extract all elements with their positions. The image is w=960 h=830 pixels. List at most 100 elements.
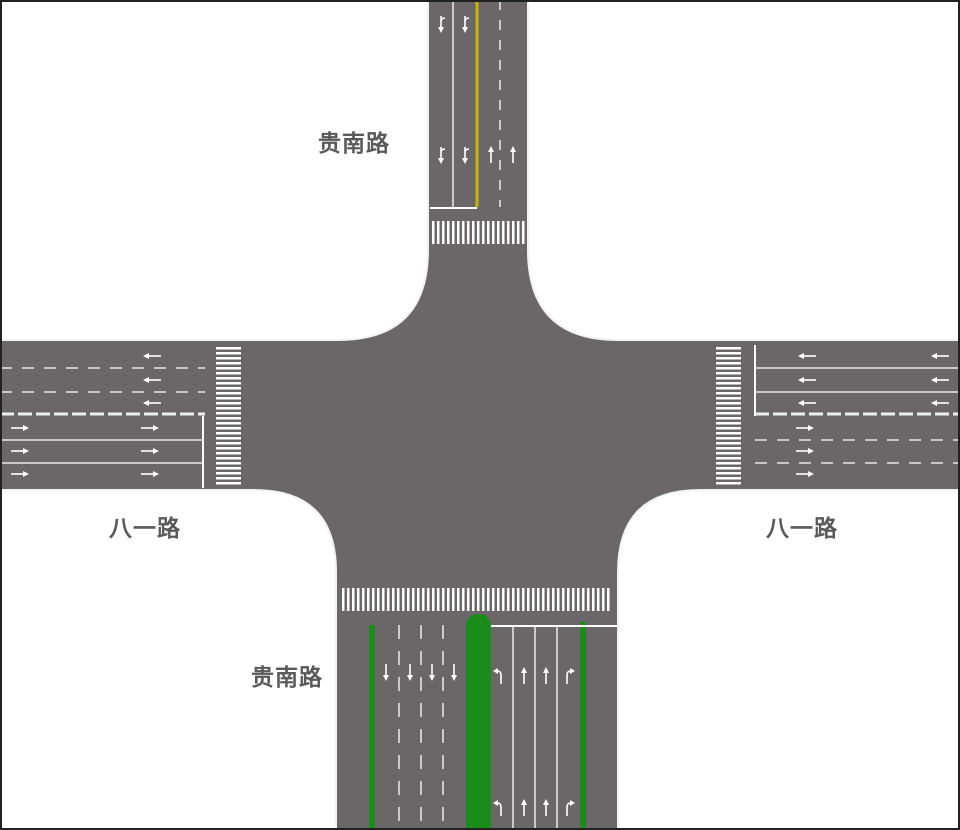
crosswalk-stripe [457,221,460,244]
crosswalk-north [432,221,525,244]
crosswalk-stripe [387,588,390,611]
crosswalk-stripe [482,588,485,611]
crosswalk-stripe [216,382,241,385]
crosswalk-stripe [402,588,405,611]
crosswalk-stripe [392,588,395,611]
crosswalk-stripe [216,477,241,480]
crosswalk-stripe [542,588,545,611]
crosswalk-stripe [432,221,435,244]
crosswalk-stripe [716,352,741,355]
crosswalk-stripe [502,588,505,611]
crosswalk-stripe [216,407,241,410]
north-road-markings [430,0,517,209]
crosswalk-stripe [347,588,350,611]
crosswalk-stripe [716,457,741,460]
crosswalk-stripe [216,457,241,460]
crosswalk-stripe [216,417,241,420]
crosswalk-stripe [602,588,605,611]
crosswalk-stripe [216,432,241,435]
crosswalk-stripe [216,467,241,470]
crosswalk-stripe [216,392,241,395]
crosswalk-stripe [716,357,741,360]
crosswalk-stripe [507,221,510,244]
crosswalk-stripe [716,442,741,445]
crosswalk-stripe [437,588,440,611]
crosswalk-stripe [497,588,500,611]
crosswalk-stripe [472,588,475,611]
crosswalk-stripe [512,588,515,611]
crosswalk-stripe [716,467,741,470]
crosswalk-stripe [716,387,741,390]
crosswalk-stripe [716,412,741,415]
crosswalk-stripe [216,347,241,350]
crosswalk-stripe [457,588,460,611]
crosswalk-stripe [562,588,565,611]
crosswalk-stripe [372,588,375,611]
crosswalk-stripe [487,221,490,244]
crosswalk-stripe [607,588,610,611]
crosswalk-stripe [397,588,400,611]
crosswalk-stripe [716,472,741,475]
crosswalk-stripe [716,482,741,485]
crosswalk-stripe [357,588,360,611]
crosswalk-stripe [592,588,595,611]
west-road-markings [0,352,205,488]
crosswalk-stripe [716,477,741,480]
crosswalk-stripe [427,588,430,611]
crosswalk-stripe [216,372,241,375]
crosswalk-stripe [216,397,241,400]
crosswalk-stripe [597,588,600,611]
road-label-east: 八一路 [766,516,838,542]
crosswalk-stripe [552,588,555,611]
crosswalk-stripe [467,588,470,611]
crosswalk-stripe [477,588,480,611]
crosswalk-stripe [216,402,241,405]
crosswalk-west [216,347,241,485]
crosswalk-stripe [216,412,241,415]
south-road-markings [369,614,618,830]
crosswalk-stripe [452,588,455,611]
crosswalk-stripe [716,422,741,425]
crosswalk-stripe [422,588,425,611]
crosswalk-stripe [342,588,345,611]
crosswalk-stripe [216,442,241,445]
crosswalk-stripe [587,588,590,611]
crosswalk-stripe [407,588,410,611]
crosswalk-stripe [716,347,741,350]
crosswalk-stripe [216,387,241,390]
crosswalk-stripe [467,221,470,244]
crosswalk-stripe [716,377,741,380]
crosswalk-stripe [557,588,560,611]
road-label-west: 八一路 [109,516,181,542]
crosswalk-stripe [527,588,530,611]
crosswalk-stripe [216,447,241,450]
crosswalk-stripe [507,588,510,611]
crosswalk-stripe [716,372,741,375]
crosswalk-stripe [462,221,465,244]
crosswalk-stripe [216,367,241,370]
crosswalk-stripe [216,452,241,455]
crosswalk-stripe [502,221,505,244]
crosswalk-stripe [216,472,241,475]
crosswalk-stripe [412,588,415,611]
crosswalk-stripe [442,588,445,611]
crosswalk-stripe [216,352,241,355]
crosswalk-stripe [522,588,525,611]
crosswalk-stripe [216,357,241,360]
road-label-south: 贵南路 [251,665,323,691]
crosswalk-stripe [487,588,490,611]
crosswalk-stripe [452,221,455,244]
crosswalk-stripe [716,427,741,430]
crosswalk-stripe [442,221,445,244]
crosswalk-stripe [582,588,585,611]
crosswalk-stripe [577,588,580,611]
crosswalk-stripe [537,588,540,611]
crosswalk-stripe [482,221,485,244]
crosswalk-stripe [352,588,355,611]
crosswalk-stripe [216,437,241,440]
crosswalk-stripe [716,432,741,435]
